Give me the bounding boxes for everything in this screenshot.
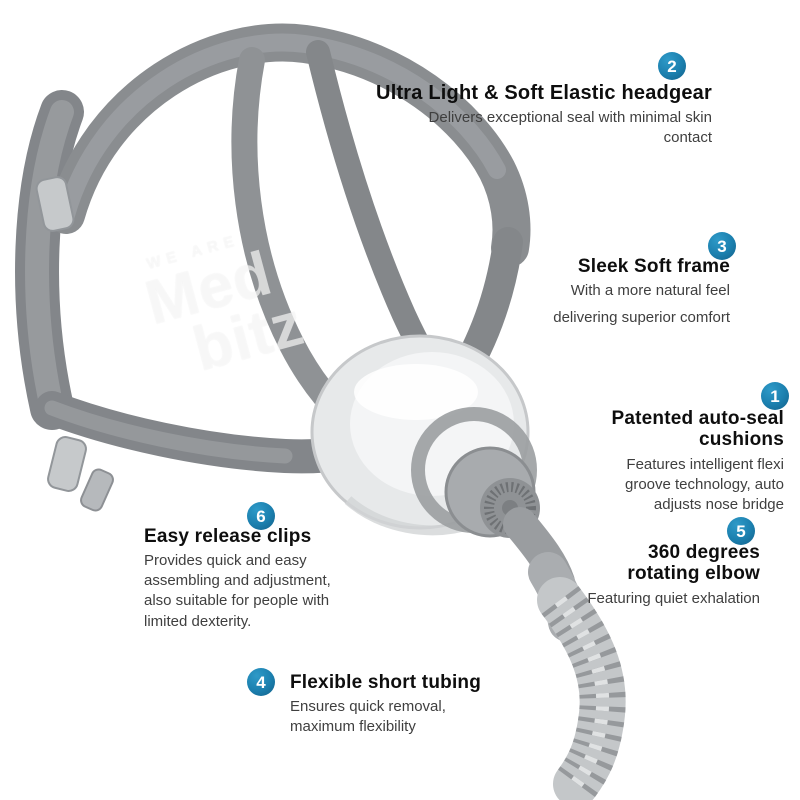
callout-frame-desc-line1: With a more natural feel [570, 282, 730, 300]
callout-headgear-desc: Delivers exceptional seal with minimal s… [428, 109, 712, 147]
corrugated-tube [537, 577, 626, 800]
callout-cushions-desc: Features intelligent flexi groove techno… [624, 455, 784, 513]
callout-3-number-badge: 3 [708, 232, 736, 260]
callout-4-number-badge: 4 [247, 668, 275, 696]
callout-6-number-badge: 6 [247, 502, 275, 530]
callout-elbow-desc: Featuring quiet exhalation [587, 589, 760, 607]
callout-headgear-title: Ultra Light & Soft Elastic headgear [376, 82, 712, 104]
callout-clips: Easy release clips Provides quick and ea… [144, 526, 349, 632]
release-clip [35, 176, 75, 232]
callout-elbow-title: 360 degrees rotating elbow [627, 542, 760, 585]
callout-2-number-badge: 2 [658, 52, 686, 80]
callout-elbow: 360 degrees rotating elbow Featuring qui… [550, 542, 760, 609]
callout-clips-desc: Provides quick and easy assembling and a… [144, 552, 331, 630]
callout-tubing: Flexible short tubing Ensures quick remo… [290, 672, 530, 737]
callout-clips-title: Easy release clips [144, 526, 312, 547]
callout-frame-desc-line2: delivering superior comfort [553, 309, 730, 327]
callout-frame: Sleek Soft frame With a more natural fee… [450, 256, 730, 328]
release-clip [80, 468, 114, 512]
callout-cushions-title: Patented auto-seal cushions [611, 408, 784, 451]
callout-5-number-badge: 5 [727, 517, 755, 545]
callout-frame-title: Sleek Soft frame [577, 256, 730, 277]
callout-cushions: Patented auto-seal cushions Features int… [574, 408, 784, 515]
callout-headgear: Ultra Light & Soft Elastic headgear Deli… [332, 82, 712, 149]
callout-1-number-badge: 1 [761, 382, 789, 410]
release-clip [47, 436, 87, 492]
callout-tubing-desc: Ensures quick removal, maximum flexibili… [290, 698, 446, 736]
headgear-straps [15, 23, 531, 512]
callout-tubing-title: Flexible short tubing [290, 672, 482, 693]
